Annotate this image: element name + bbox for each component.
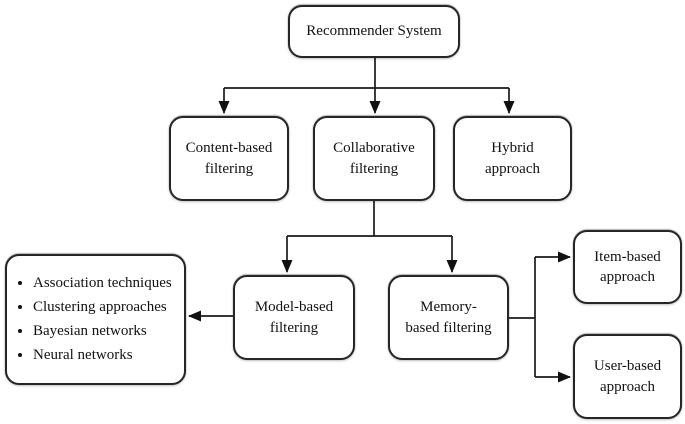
node-model-based-filtering: Model-based filtering bbox=[233, 275, 355, 360]
list-item: Association techniques bbox=[33, 276, 172, 291]
node-item-based-approach-label: Item-based approach bbox=[594, 248, 661, 285]
model-techniques-list: Association techniques Clustering approa… bbox=[7, 267, 172, 372]
node-content-based-filtering: Content-based filtering bbox=[169, 116, 289, 201]
node-hybrid-approach-label: Hybrid approach bbox=[485, 140, 540, 177]
node-recommender-system: Recommender System bbox=[288, 5, 460, 58]
node-model-based-filtering-label: Model-based filtering bbox=[254, 299, 334, 336]
node-memory-based-filtering-label: Memory- based filtering bbox=[405, 299, 492, 336]
node-model-techniques-list: Association techniques Clustering approa… bbox=[5, 254, 186, 385]
node-collaborative-filtering: Collaborative filtering bbox=[313, 116, 435, 201]
node-item-based-approach: Item-based approach bbox=[573, 230, 682, 304]
list-item: Bayesian networks bbox=[33, 324, 172, 339]
node-memory-based-filtering: Memory- based filtering bbox=[388, 275, 509, 360]
node-hybrid-approach: Hybrid approach bbox=[453, 116, 572, 201]
list-item: Neural networks bbox=[33, 348, 172, 363]
node-content-based-filtering-label: Content-based filtering bbox=[185, 140, 273, 177]
node-user-based-approach: User-based approach bbox=[573, 334, 682, 419]
node-user-based-approach-label: User-based approach bbox=[593, 358, 662, 395]
node-recommender-system-label: Recommender System bbox=[306, 23, 442, 40]
list-item: Clustering approaches bbox=[33, 300, 172, 315]
node-collaborative-filtering-label: Collaborative filtering bbox=[333, 140, 415, 177]
